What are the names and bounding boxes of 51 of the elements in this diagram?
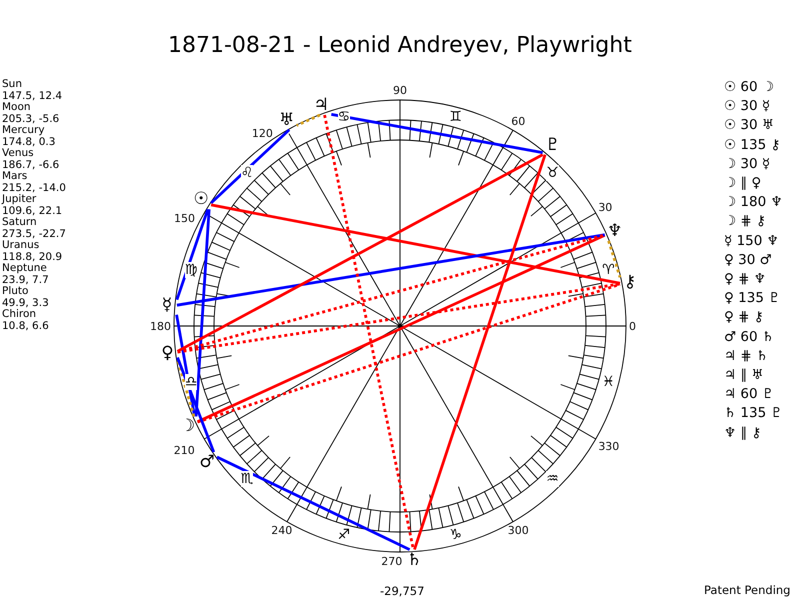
aspect-entry: ☽ ⋕ ⚷ [724,212,766,230]
degree-label: 90 [393,84,407,97]
position-text: 215.2, -14.0 [2,182,66,194]
aspect-entry: ♀ ⋕ ♆ [724,270,766,288]
planet-name: Pluto [2,286,28,298]
planet-name: Jupiter [2,194,36,206]
aspect-entry: ♄ 135 ♇ [724,404,783,422]
number-text: -29,757 [380,584,424,598]
aspect-entry: ♃ 60 ♇ [724,385,774,404]
planet-name: Chiron [2,309,36,320]
planet-name: Neptune [2,263,47,274]
aspect-entry: ☽ ∥ ♀ [724,174,762,192]
position-text: 109.6, 22.1 [2,206,62,217]
degree-label: 270 [381,554,402,568]
aspect-entry: ♂ 60 ♄ [724,328,774,346]
position-text: 23.9, 7.7 [2,274,49,286]
aspect-entry: ♆ ∥ ⚷ [724,424,762,442]
aspect-entry: ☉ 30 ☿ [724,97,770,116]
degree-label: 0 [629,320,636,332]
aspect-entry: ☉ 60 ☽ [724,78,774,96]
aspect-entry: ☉ 135 ⚷ [724,136,780,154]
aspect-entry: ♃ ⋕ ♄ [724,346,768,365]
chart-title: 1871-08-21 - Leonid Andreyev, Playwright [168,32,632,60]
planet-glyph: ♀ [158,343,178,364]
position-text: 10.8, 6.6 [2,320,49,332]
planet-name: Moon [2,102,31,114]
position-text: 273.5, -22.7 [2,228,66,240]
position-text: 174.8, 0.3 [2,136,56,148]
aspect-entry: ☽ 180 ♆ [724,193,783,212]
planet-name: Saturn [2,217,37,228]
planet-glyph: ♄ [404,550,424,570]
planet-name: Mars [2,171,28,182]
aspect-entry: ☽ 30 ☿ [724,154,770,173]
planet-name: Mercury [2,125,45,136]
planet-name: Venus [2,148,34,160]
aspect-entry: ♀ 30 ♂ [724,250,772,269]
aspect-entry: ♃ ∥ ♅ [724,366,764,384]
aspect-entry: ♀ ⋕ ⚷ [724,308,764,326]
degree-label: 180 [150,320,171,332]
aspect-entry: ♀ 135 ♇ [724,289,780,308]
planet-glyph: ☿ [156,294,177,315]
position-text: 186.7, -6.6 [2,160,60,171]
position-text: 118.8, 20.9 [2,252,62,263]
planet-name: Sun [2,79,22,90]
aspect-entry: ☿ 150 ♆ [724,232,779,250]
planet-name: Uranus [2,240,40,252]
footer-note: Patent Pending [704,583,790,597]
aspect-entry: ☉ 30 ♅ [724,116,774,134]
position-text: 147.5, 12.4 [2,90,62,102]
position-text: 49.9, 3.3 [2,298,49,309]
position-text: 205.3, -5.6 [2,114,60,125]
